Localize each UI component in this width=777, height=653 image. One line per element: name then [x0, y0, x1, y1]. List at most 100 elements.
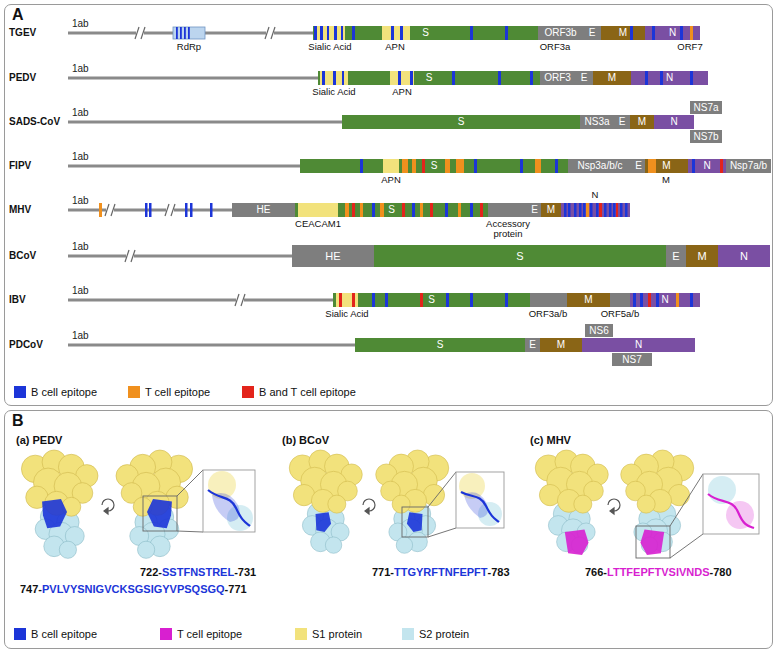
gene-box: S: [374, 245, 666, 267]
gene-box: M: [540, 338, 582, 352]
gene-box: M: [686, 245, 718, 267]
gene-name: N: [669, 28, 676, 38]
annotation-label: Sialic Acid: [312, 87, 355, 97]
gene-box: HE: [232, 203, 295, 217]
gene-box: Nsp3a/b/c: [568, 159, 632, 173]
gene-box: S: [342, 115, 580, 129]
legend-text: T cell epitope: [177, 628, 242, 640]
annotation-label: CEACAM1: [295, 219, 341, 229]
epitope-stripe: [327, 26, 329, 40]
epitope-stripe: [690, 26, 693, 40]
legend-swatch: [402, 628, 414, 640]
legend-swatch: [160, 628, 172, 640]
legend-text: S1 protein: [312, 628, 362, 640]
epitope-stripe: [430, 203, 433, 217]
epitope-stripe: [690, 293, 693, 307]
panel-letter: B: [12, 412, 24, 430]
legend-swatch: [128, 386, 140, 398]
annotation-label: ORF3a: [540, 42, 571, 52]
legend-item: B cell epitope: [14, 628, 97, 640]
gene-name: HE: [325, 251, 340, 262]
gene-box: E: [528, 203, 541, 217]
epitope-mark: [99, 203, 213, 217]
gene-name: NS6: [589, 326, 608, 336]
gene-name: HE: [257, 205, 271, 215]
gene-label: 1ab: [72, 241, 89, 252]
annotation-label: Accessory protein: [479, 219, 537, 240]
legend-swatch: [14, 386, 26, 398]
axis-break: [105, 26, 275, 307]
gene-name: S: [458, 117, 465, 127]
zoom-frame: [143, 470, 703, 558]
epitope-stripe: [400, 26, 403, 40]
annotation-label: ORF7: [677, 42, 702, 52]
residue-number: 722-: [140, 566, 162, 578]
epitope-stripe: [314, 26, 317, 40]
legend-text: S2 protein: [419, 628, 469, 640]
legend-swatch: [14, 628, 26, 640]
gene-box: E: [632, 159, 645, 173]
epitope-stripe: [640, 293, 643, 307]
virus-name: PEDV: [9, 72, 36, 83]
annotation-label: Sialic Acid: [325, 309, 368, 319]
epitope-stripe: [316, 26, 345, 40]
legend-item: B and T cell epitope: [242, 386, 356, 398]
legend-text: B cell epitope: [31, 386, 97, 398]
gene-label: 1ab: [72, 285, 89, 296]
gene-name: N: [740, 251, 748, 262]
residue-number: 766-: [585, 566, 607, 578]
gene-box: NS7b: [690, 130, 722, 143]
gene-box: NS6: [585, 324, 613, 337]
residue-number: -731: [234, 566, 256, 578]
epitope-stripe: [352, 203, 355, 217]
gene-name: Nsp3a/b/c: [577, 161, 622, 171]
gene-box: M: [593, 71, 631, 85]
gene-box: ORF3b: [538, 26, 583, 40]
epitope-sequence: TTGYRFTNFEPFT: [394, 566, 488, 578]
epitope-stripe: [680, 26, 683, 40]
epitope-stripe: [420, 293, 423, 307]
annotation-label: Sialic Acid: [308, 42, 351, 52]
gene-name: M: [662, 161, 670, 171]
gene-box: S: [355, 338, 525, 352]
epitope-stripe: [412, 159, 416, 173]
gene-box: E: [575, 71, 593, 85]
epitope-stripe: [470, 26, 473, 40]
epitope-stripe: [398, 71, 401, 85]
residue-number: -771: [225, 583, 247, 595]
spike-structure: [21, 450, 693, 558]
gene-label: 1ab: [72, 195, 89, 206]
annotation-label: N: [592, 190, 599, 200]
legend-text: T cell epitope: [145, 386, 210, 398]
gene-name: NS7b: [693, 132, 718, 142]
epitope-stripe: [410, 71, 413, 85]
gene-name: ORF3: [544, 73, 571, 83]
gene-name: M: [697, 251, 706, 262]
gene-box: M: [541, 203, 561, 217]
gene-name: M: [557, 340, 565, 350]
epitope-stripe: [676, 293, 679, 307]
virus-name: TGEV: [9, 27, 36, 38]
annotation-label: ORF5a/b: [601, 309, 640, 319]
epitope-stripe: [660, 71, 663, 85]
annotation-label: APN: [381, 175, 401, 185]
epitope-stripe: [298, 203, 338, 217]
annotation-label: ORF3a/b: [529, 309, 568, 319]
rdrp-domain: [173, 27, 205, 39]
gene-name: N: [661, 295, 668, 305]
legend-swatch: [242, 386, 254, 398]
legend-item: T cell epitope: [160, 628, 242, 640]
epitope-stripe: [535, 159, 541, 173]
gene-name: S: [437, 340, 444, 350]
virus-name: MHV: [9, 204, 31, 215]
gene-name: S: [426, 73, 433, 83]
gene-name: M: [584, 295, 592, 305]
gene-name: E: [531, 205, 538, 215]
virus-name: FIPV: [9, 160, 31, 171]
epitope-sequence: PVLVYSNIGVCKSGSIGYVPSQSGQ: [42, 583, 225, 595]
panel-frame: ASORF3bEMNSORF3EMNSNS3aEMNNS7aNS7bSNsp3a…: [4, 4, 773, 406]
epitope-stripe: [422, 159, 425, 173]
gene-box: E: [614, 115, 630, 129]
epitope-stripe: [474, 159, 477, 173]
